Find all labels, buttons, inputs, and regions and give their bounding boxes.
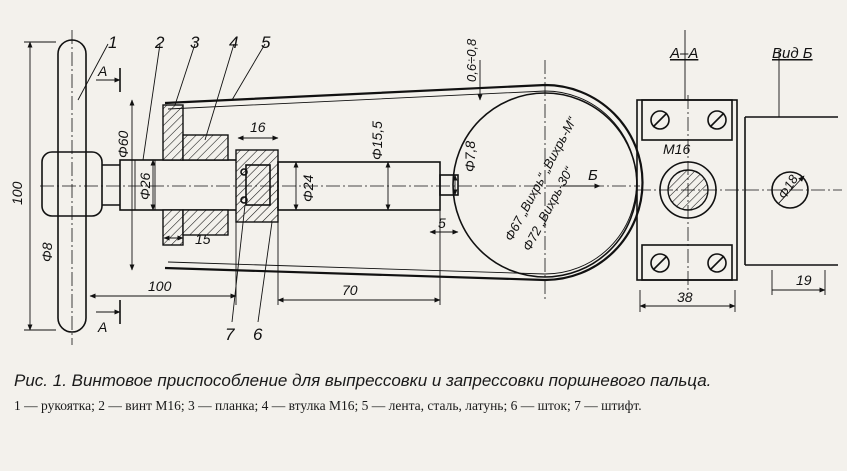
leader-lines xyxy=(77,43,273,323)
caption-legend: 1 — рукоятка; 2 — винт M16; 3 — планка; … xyxy=(14,398,642,413)
view-b xyxy=(744,50,842,295)
part-number-5: 5 xyxy=(261,33,271,52)
dimension-lines xyxy=(24,41,601,331)
part-number-3: 3 xyxy=(190,33,200,52)
dim-rod-diameter: Φ15,5 xyxy=(369,121,385,160)
dim-view-width: 19 xyxy=(796,272,812,288)
figure-caption: Рис. 1. Винтовое приспособление для выпр… xyxy=(14,370,839,414)
section-a-a xyxy=(636,30,745,312)
dim-screw-reach: 100 xyxy=(148,278,172,294)
dim-screw-diameter: Φ26 xyxy=(137,172,153,200)
dim-thread: M16 xyxy=(663,141,690,157)
dim-handle-length: 100 xyxy=(9,181,25,205)
technical-drawing: 1 2 3 4 5 6 7 100 Φ8 Φ60 Φ26 16 15 Φ24 Φ… xyxy=(9,30,842,345)
dim-body-diameter: Φ60 xyxy=(115,130,131,158)
dim-rod-length: 70 xyxy=(342,282,358,298)
dim-tip-length: 5 xyxy=(438,215,446,231)
dim-side-width: 38 xyxy=(677,289,693,305)
bushing-part-4 xyxy=(182,134,229,236)
part-number-2: 2 xyxy=(154,33,165,52)
section-title: А–А xyxy=(669,45,698,62)
part-number-1: 1 xyxy=(108,33,117,52)
caption-title: Рис. 1. Винтовое приспособление для выпр… xyxy=(14,371,712,390)
section-mark-top: А xyxy=(97,63,107,79)
pin-part-7 xyxy=(240,168,248,204)
part-number-6: 6 xyxy=(253,325,263,344)
dim-handle-pin: Φ8 xyxy=(39,242,55,262)
dim-tip-diameter: Φ7,8 xyxy=(462,141,478,172)
handle-part-1 xyxy=(41,30,120,345)
view-title: Вид Б xyxy=(772,45,813,62)
view-arrow-label: Б xyxy=(588,167,598,184)
part-number-7: 7 xyxy=(225,325,235,344)
section-mark-bottom: А xyxy=(97,319,107,335)
dim-gap: 0,6÷0,8 xyxy=(464,38,479,82)
dim-stem-diameter: Φ24 xyxy=(300,174,316,202)
dim-bushing-width: 16 xyxy=(250,119,266,135)
plate-part-3 xyxy=(162,104,184,246)
part-number-4: 4 xyxy=(229,33,238,52)
dim-plate-width: 15 xyxy=(195,231,211,247)
